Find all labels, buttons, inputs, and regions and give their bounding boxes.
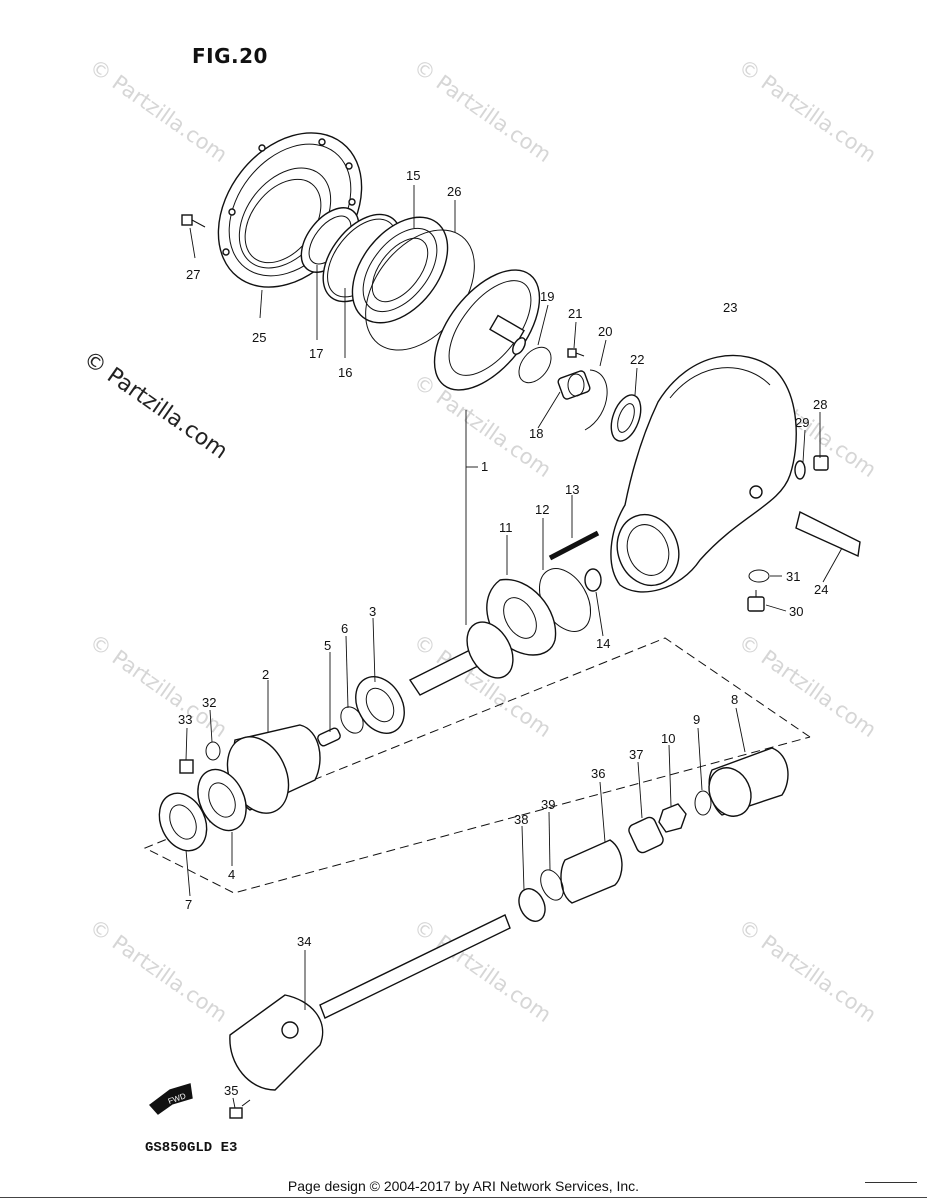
callout-38: 38 — [514, 812, 528, 827]
model-code: GS850GLD E3 — [145, 1140, 238, 1156]
part-18-bearing — [557, 370, 591, 400]
part-14-bearing — [584, 568, 602, 592]
part-1-drive-pinion — [408, 621, 514, 696]
part-39-circlip — [540, 869, 564, 901]
part-8-damper — [708, 747, 789, 817]
callout-4: 4 — [228, 867, 235, 882]
part-6-shim — [340, 706, 364, 734]
watermark: © Partzilla.com — [85, 629, 232, 742]
part-38-washer — [518, 888, 546, 922]
bottom-rule — [0, 1197, 927, 1198]
part-29-washer — [794, 460, 806, 480]
callout-33: 33 — [178, 712, 192, 727]
callout-9: 9 — [693, 712, 700, 727]
watermark-main: © Partzilla.com — [79, 346, 232, 464]
callout-12: 12 — [535, 502, 549, 517]
callout-15: 15 — [406, 168, 420, 183]
callout-19: 19 — [540, 289, 554, 304]
callout-20: 20 — [598, 324, 612, 339]
part-7-oil-seal — [158, 792, 208, 852]
part-1-ring-gear — [433, 269, 541, 391]
callout-31: 31 — [786, 569, 800, 584]
callout-17: 17 — [309, 346, 323, 361]
callout-24: 24 — [814, 582, 828, 597]
part-24-stud — [795, 510, 861, 558]
callout-14: 14 — [596, 636, 610, 651]
callout-27: 27 — [186, 267, 200, 282]
callout-26: 26 — [447, 184, 461, 199]
part-20-circlip — [584, 369, 608, 431]
callout-11: 11 — [499, 520, 513, 535]
part-31-washer — [748, 569, 770, 583]
callout-30: 30 — [789, 604, 803, 619]
callout-21: 21 — [568, 306, 582, 321]
callout-34: 34 — [297, 934, 311, 949]
part-13-stud — [548, 530, 600, 561]
callout-39: 39 — [541, 797, 555, 812]
callout-8: 8 — [731, 692, 738, 707]
part-35-bolt — [229, 1099, 251, 1119]
callout-36: 36 — [591, 766, 605, 781]
page-footer: Page design © 2004-2017 by ARI Network S… — [287, 1178, 640, 1194]
watermark: © Partzilla.com — [85, 54, 232, 167]
callout-22: 22 — [630, 352, 644, 367]
watermark: © Partzilla.com — [85, 914, 232, 1027]
callout-3: 3 — [369, 604, 376, 619]
callout-29: 29 — [795, 415, 809, 430]
part-19-ring — [518, 346, 552, 384]
figure-title: FIG.20 — [192, 44, 268, 68]
callout-35: 35 — [224, 1083, 238, 1098]
watermark: © Partzilla.com — [734, 914, 881, 1027]
callout-32: 32 — [202, 695, 216, 710]
part-30-plug — [747, 590, 765, 612]
callout-2: 2 — [262, 667, 269, 682]
part-4-bearing — [197, 768, 247, 832]
callout-37: 37 — [629, 747, 643, 762]
part-9-washer — [694, 790, 712, 816]
callout-labels: 1 2 3 4 5 6 7 8 9 10 11 12 13 14 15 16 1… — [178, 168, 828, 1098]
callout-28: 28 — [813, 397, 827, 412]
footer-rule — [865, 1182, 917, 1183]
callout-23: 23 — [723, 300, 737, 315]
part-23-gear-case — [610, 354, 797, 593]
callout-7: 7 — [185, 897, 192, 912]
part-15-bearing — [351, 216, 449, 324]
watermark-grid: © Partzilla.com © Partzilla.com © Partzi… — [85, 54, 881, 1027]
assembly-outline — [143, 637, 811, 894]
part-37-spring — [628, 816, 664, 854]
callout-16: 16 — [338, 365, 352, 380]
fwd-arrow-icon: FWD — [148, 1083, 193, 1115]
part-22-oil-seal — [610, 394, 642, 442]
watermark: © Partzilla.com — [734, 54, 881, 167]
part-10-nut — [658, 803, 687, 833]
callout-6: 6 — [341, 621, 348, 636]
part-21-bolt — [567, 348, 585, 358]
callout-13: 13 — [565, 482, 579, 497]
part-5-pin — [317, 727, 341, 747]
leader-lines — [185, 185, 843, 1109]
watermark: © Partzilla.com — [409, 54, 556, 167]
part-27-bolt — [181, 214, 206, 228]
part-33-nut — [179, 759, 194, 774]
callout-18: 18 — [529, 426, 543, 441]
part-3-bearing — [355, 676, 405, 734]
part-32-washer — [205, 741, 221, 761]
watermark: © Partzilla.com — [734, 629, 881, 742]
callout-25: 25 — [252, 330, 266, 345]
callout-1: 1 — [481, 459, 488, 474]
callout-10: 10 — [661, 731, 675, 746]
callout-5: 5 — [324, 638, 331, 653]
part-28-plug — [813, 455, 829, 471]
part-36-coupling — [560, 839, 623, 904]
part-34-drive-shaft — [229, 914, 511, 1091]
